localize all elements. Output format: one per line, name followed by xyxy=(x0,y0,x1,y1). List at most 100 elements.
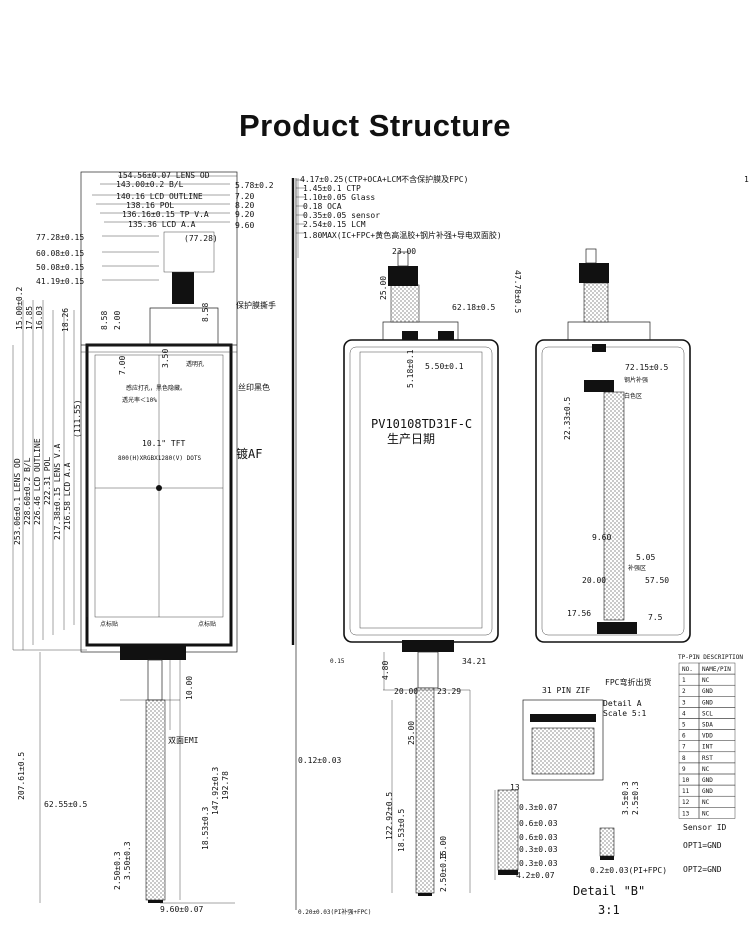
right-fpc-inner xyxy=(603,391,625,621)
back-panel xyxy=(343,339,499,643)
detail-a-label: Detail A xyxy=(603,699,642,708)
vdim-9: 253.06±0.1 LENS OD xyxy=(13,458,22,545)
camera-module xyxy=(172,272,194,304)
detail-b-body xyxy=(497,789,519,871)
sdim-2: 7.00 xyxy=(118,356,127,375)
fpc-length: 10.00 xyxy=(185,676,194,700)
back-connector-bottom xyxy=(402,640,454,652)
rdim-7215: 72.15±0.5 xyxy=(625,363,669,372)
detail-b-dim-2: 0.6±0.03 xyxy=(519,833,558,842)
rnote-0: 钢片补强 xyxy=(624,376,648,384)
right-view: 72.15±0.5 22.33±0.5 9.60 5.05 20.00 57.5… xyxy=(535,248,691,643)
detail-b-13: 13 xyxy=(510,783,520,792)
pin-name: NC xyxy=(702,810,710,817)
sensor-id-opt1: OPT1=GND xyxy=(683,841,722,850)
detail-a-box xyxy=(522,699,604,781)
dim-l4: 41.19±0.15 xyxy=(36,277,84,286)
bottom-label-right: 点标贴 xyxy=(198,620,216,628)
bdim-2329: 23.29 xyxy=(437,687,461,696)
note-protect-film: 保护膜撕手 xyxy=(236,300,276,310)
note-silk-black: 丝印黑色 xyxy=(238,382,270,392)
detail-b-dim-4: 0.3±0.03 xyxy=(519,859,558,868)
center-marker xyxy=(156,485,162,491)
pin-number: 8 xyxy=(682,755,686,762)
pin-number: 11 xyxy=(682,788,690,795)
dim-r1: 5.78±0.2 xyxy=(235,181,274,190)
dim-1853: 18.53±0.3 xyxy=(201,806,210,850)
dim-960: 9.60±0.07 xyxy=(160,905,204,914)
sensor-id-title: Sensor ID xyxy=(683,823,727,832)
dim-bl: 143.00±0.2 B/L xyxy=(116,180,184,189)
detail-b-dim-1: 0.6±0.03 xyxy=(519,819,558,828)
bdim-250: 2.50±0.3 xyxy=(439,853,448,892)
detail-a-dim-1: 2.5±0.3 xyxy=(631,781,640,815)
detail-a-title: 31 PIN ZIF xyxy=(542,686,590,695)
dim-20761: 207.61±0.5 xyxy=(17,752,26,800)
detail-b-dim-5: 4.2±0.07 xyxy=(516,871,555,880)
pin-number: 13 xyxy=(682,810,690,817)
dim-inner: (77.28) xyxy=(184,234,218,243)
pin-name: SCL xyxy=(702,710,713,717)
dim-6255: 62.55±0.5 xyxy=(44,800,88,809)
dim-r2: 7.20 xyxy=(235,192,254,201)
note-af: 镀AF xyxy=(236,447,262,461)
fpc-note: FPC弯折出货 xyxy=(605,677,651,687)
detail-b-scale: 3:1 xyxy=(598,903,620,917)
pin-name: RST xyxy=(702,755,713,762)
front-fpc-tail xyxy=(145,699,166,901)
right-fpc-top xyxy=(583,282,609,323)
bdim-3421: 34.21 xyxy=(462,657,486,666)
detail-a-scale: Scale 5:1 xyxy=(603,709,647,718)
layer-0: 4.17±0.25(CTP+OCA+LCM不含保护膜及FPC) xyxy=(300,174,468,184)
dim-19278: 192.78 xyxy=(221,771,230,800)
pin-number: 1 xyxy=(682,677,686,684)
rdim-1756: 17.56 xyxy=(567,609,591,618)
dim-pol: 138.16 POL xyxy=(126,201,174,210)
detail-b-dim-0: 0.3±0.07 xyxy=(519,803,558,812)
vdim-8: 228.60±0.2 B/L xyxy=(23,457,32,525)
pin-name: NC xyxy=(702,799,710,806)
dim-015: 0.15 xyxy=(330,658,345,665)
dim-lens-od: 154.56±0.07 LENS OD xyxy=(118,171,210,180)
vdim-4: 216.58 LCD A.A xyxy=(63,462,72,530)
vdim-6: 222.31 POL xyxy=(43,457,52,505)
dim-l2: 60.08±0.15 xyxy=(36,249,84,258)
pin-number: 9 xyxy=(682,766,686,773)
bdim-4778: 47.78±0.5 xyxy=(513,270,522,314)
detail-b: 13 0.3±0.07 0.6±0.03 0.6±0.03 0.3±0.03 0… xyxy=(494,783,667,917)
bdim-1500: 15.00 xyxy=(439,836,448,860)
pin-number: 2 xyxy=(682,688,686,695)
vdim-2: 16.03 xyxy=(35,306,44,330)
bdim-2500: 25.00 xyxy=(379,276,388,300)
rdim-505: 5.05 xyxy=(636,553,655,562)
vdim-0: 15.00±0.2 xyxy=(15,286,24,330)
bdim-12292: 122.92±0.5 xyxy=(385,792,394,840)
rdim-75: 7.5 xyxy=(648,613,663,622)
pin-name: SDA xyxy=(702,722,713,729)
detail-a-hatch xyxy=(531,727,595,775)
layer-5: 2.54±0.15 LCM xyxy=(303,220,366,229)
dim-l3: 50.08±0.15 xyxy=(36,263,84,272)
pin-cell-name xyxy=(698,807,736,819)
front-connector xyxy=(120,645,186,660)
page-title: Product Structure xyxy=(238,108,512,143)
panel-size: 10.1" TFT xyxy=(142,439,186,448)
pin-number: NO. xyxy=(682,666,693,673)
layer-4: 0.35±0.05 sensor xyxy=(303,211,380,220)
sdim-4: 8.58 xyxy=(201,303,210,322)
pin-number: 7 xyxy=(682,744,686,751)
back-fpc-bottom xyxy=(415,687,435,894)
back-view: PV10108TD31F-C 生产日期 23.00 25.00 62.18±0.… xyxy=(343,247,651,896)
dim-250: 2.50±0.3 xyxy=(113,851,122,890)
bdim-518: 5.18±0.1 xyxy=(406,349,415,388)
dim-l1: 77.28±0.15 xyxy=(36,233,84,242)
side-view: 4.17±0.25(CTP+OCA+LCM不含保护膜及FPC) 1.45±0.1… xyxy=(291,174,502,916)
pin-number: 6 xyxy=(682,733,686,740)
pin-number: 4 xyxy=(682,710,686,717)
layer-1: 1.45±0.1 CTP xyxy=(303,184,361,193)
bdim-2300: 23.00 xyxy=(392,247,416,256)
sdim-3: 3.50 xyxy=(161,349,170,368)
front-view: 154.56±0.07 LENS OD 143.00±0.2 B/L 140.1… xyxy=(12,171,276,914)
